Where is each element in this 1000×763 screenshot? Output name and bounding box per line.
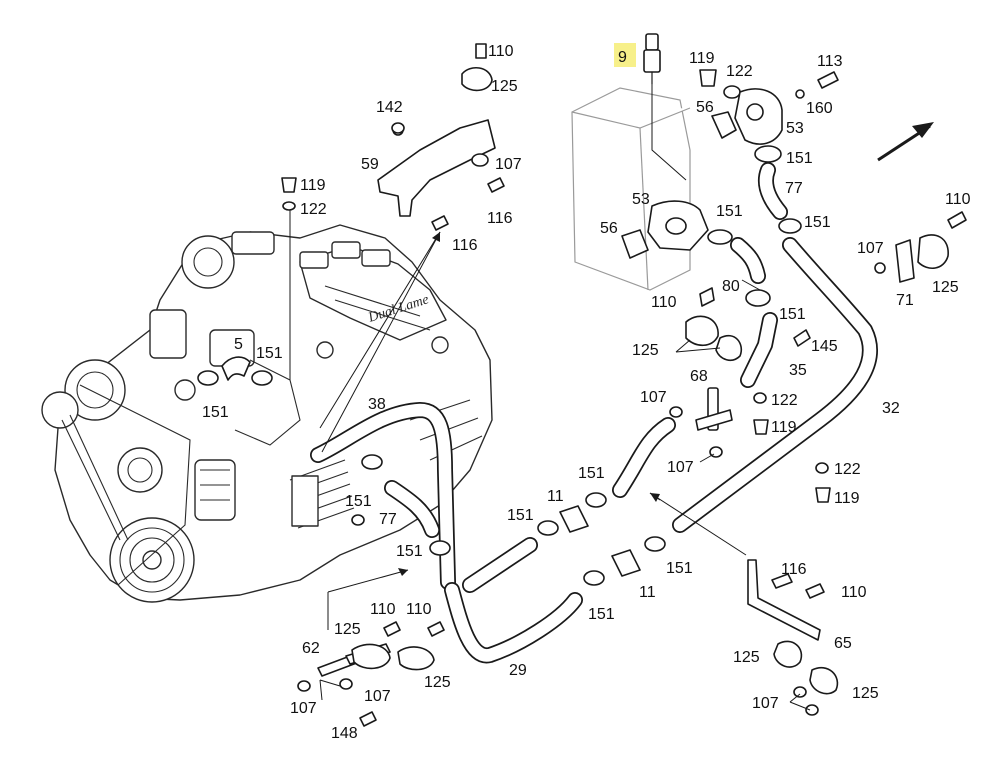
- callout-107: 107: [857, 240, 884, 257]
- callout-56: 56: [600, 220, 618, 237]
- callout-110: 110: [841, 584, 867, 601]
- callout-151: 151: [345, 493, 372, 510]
- callout-125: 125: [334, 621, 361, 638]
- callout-110: 110: [651, 294, 677, 311]
- callout-5: 5: [234, 336, 243, 353]
- small-parts: [197, 33, 967, 727]
- callout-116: 116: [487, 210, 513, 227]
- callout-122: 122: [300, 201, 327, 218]
- callout-107: 107: [364, 688, 391, 705]
- callout-151: 151: [786, 150, 813, 167]
- callout-151: 151: [507, 507, 534, 524]
- callout-110: 110: [406, 601, 432, 618]
- callout-65: 65: [834, 635, 852, 652]
- callout-32: 32: [882, 400, 900, 417]
- callout-77: 77: [785, 180, 803, 197]
- callout-122: 122: [771, 392, 798, 409]
- callout-125: 125: [932, 279, 959, 296]
- engine-block: Dual Lame: [41, 224, 493, 603]
- callout-107: 107: [752, 695, 779, 712]
- callout-110: 110: [945, 191, 971, 208]
- callout-151: 151: [716, 203, 743, 220]
- callout-107: 107: [290, 700, 317, 717]
- callout-160: 160: [806, 100, 833, 117]
- callout-151: 151: [396, 543, 423, 560]
- leader-lines: [289, 72, 934, 711]
- callout-107: 107: [495, 156, 522, 173]
- callout-29: 29: [509, 662, 527, 679]
- callout-151: 151: [779, 306, 806, 323]
- callout-38: 38: [368, 396, 386, 413]
- callout-151: 151: [256, 345, 283, 362]
- callout-119: 119: [689, 50, 715, 67]
- callout-116: 116: [781, 561, 807, 578]
- callout-53: 53: [632, 191, 650, 208]
- callout-125: 125: [491, 78, 518, 95]
- callout-151: 151: [578, 465, 605, 482]
- callout-119: 119: [771, 419, 797, 436]
- callout-151: 151: [588, 606, 615, 623]
- expansion-tank: [571, 87, 691, 291]
- callout-116: 116: [452, 237, 478, 254]
- callout-122: 122: [834, 461, 861, 478]
- callout-71: 71: [896, 292, 914, 309]
- callout-35: 35: [789, 362, 807, 379]
- callout-125: 125: [632, 342, 659, 359]
- callout-11: 11: [639, 584, 656, 601]
- callout-56: 56: [696, 99, 714, 116]
- callout-68: 68: [690, 368, 708, 385]
- callout-148: 148: [331, 725, 358, 742]
- callout-151: 151: [202, 404, 229, 421]
- callout-110: 110: [488, 43, 514, 60]
- callout-119: 119: [834, 490, 860, 507]
- hoses: [310, 162, 878, 664]
- callout-122: 122: [726, 63, 753, 80]
- callout-125: 125: [733, 649, 760, 666]
- callout-53: 53: [786, 120, 804, 137]
- callout-62: 62: [302, 640, 320, 657]
- callout-9: 9: [618, 49, 627, 66]
- callout-151: 151: [804, 214, 831, 231]
- callout-11: 11: [547, 488, 564, 505]
- callout-125: 125: [424, 674, 451, 691]
- callout-110: 110: [370, 601, 396, 618]
- callout-125: 125: [852, 685, 879, 702]
- callout-145: 145: [811, 338, 838, 355]
- callout-107: 107: [640, 389, 667, 406]
- callout-59: 59: [361, 156, 379, 173]
- highlight-box: [614, 43, 636, 67]
- callout-labels: 9 119 122 113 56 160 53 151 77 53 56 151…: [202, 43, 971, 742]
- callout-107: 107: [667, 459, 694, 476]
- callout-113: 113: [817, 53, 843, 70]
- callout-151: 151: [666, 560, 693, 577]
- callout-142: 142: [376, 99, 403, 116]
- callout-80: 80: [722, 278, 740, 295]
- callout-119: 119: [300, 177, 326, 194]
- callout-77: 77: [379, 511, 397, 528]
